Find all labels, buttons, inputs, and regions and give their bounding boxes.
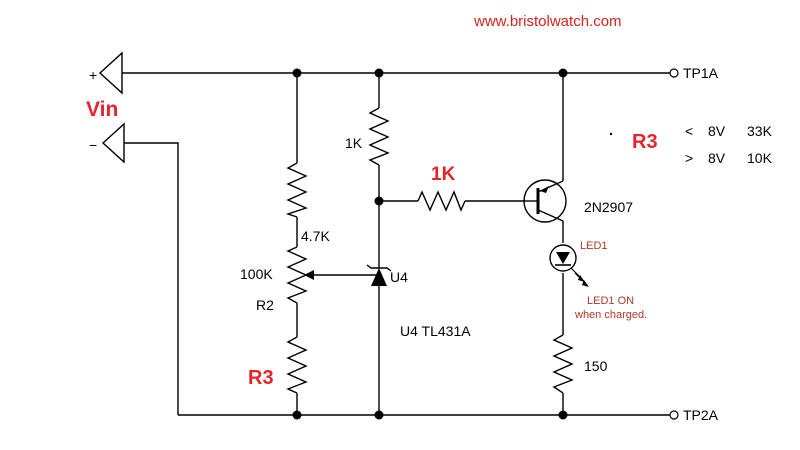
resistor-icon	[552, 334, 574, 394]
potentiometer-icon	[286, 246, 308, 304]
zener-shunt-regulator-icon	[366, 264, 392, 286]
junction-dot	[558, 410, 568, 420]
resistor-icon	[285, 162, 308, 218]
tp2-terminal	[669, 410, 679, 420]
junction-dot	[558, 68, 568, 78]
stray-dot	[609, 132, 613, 136]
r3-row-2-res: 10K	[747, 150, 773, 166]
tp1-label: TP1A	[683, 65, 719, 81]
r3-circuit-label: R3	[248, 367, 274, 389]
led-note-line2: when charged.	[574, 309, 647, 321]
led-name-label: LED1	[580, 240, 608, 252]
minus-sign: −	[89, 137, 97, 153]
pot-value-label: 100K	[240, 266, 273, 282]
led-icon	[549, 244, 589, 287]
pnp-transistor-icon	[523, 179, 567, 223]
junction-dot	[374, 196, 384, 206]
resistor-icon	[368, 107, 390, 166]
tp2-label: TP2A	[683, 407, 719, 423]
r3-table-title: R3	[632, 131, 658, 153]
u4-description: U4 TL431A	[400, 323, 471, 339]
led-note-line1: LED1 ON	[587, 295, 634, 307]
plus-sign: +	[89, 67, 97, 83]
tp1-terminal	[669, 68, 679, 78]
r-4k7-label: 4.7K	[301, 228, 330, 244]
r-top-label: 1K	[345, 135, 363, 151]
junction-dot	[292, 410, 302, 420]
junction-dot	[292, 68, 302, 78]
r3-row-2-volt: 8V	[708, 150, 726, 166]
minus-input-wire	[124, 142, 179, 415]
junction-dot	[374, 410, 384, 420]
potentiometer-wiper-arrow	[304, 270, 314, 280]
r3-row-2-sym: >	[685, 150, 693, 166]
junction-dot	[374, 68, 384, 78]
r3-row-1-sym: <	[685, 123, 693, 139]
resistor-icon	[286, 336, 308, 394]
input-connector-icon	[98, 51, 123, 95]
resistor-icon	[417, 190, 466, 212]
r-led-label: 150	[584, 358, 608, 374]
r3-row-1-volt: 8V	[708, 123, 726, 139]
input-connector-icon	[101, 122, 125, 164]
pot-name-label: R2	[256, 297, 274, 313]
site-url[interactable]: www.bristolwatch.com	[473, 13, 622, 30]
r-base-label: 1K	[431, 164, 456, 185]
u4-pin-label: U4	[390, 269, 408, 285]
transistor-label: 2N2907	[584, 199, 633, 215]
vin-label: Vin	[86, 98, 118, 121]
r3-row-1-res: 33K	[747, 123, 773, 139]
